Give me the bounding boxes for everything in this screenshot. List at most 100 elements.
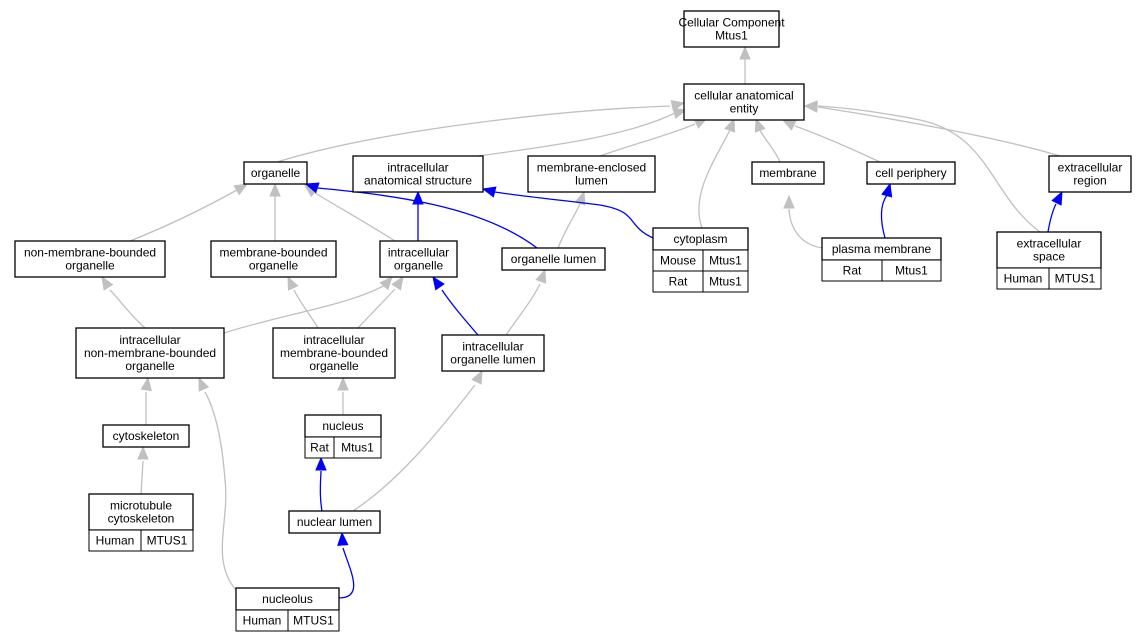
organelle-to-entity-line: [276, 105, 671, 163]
ecs-to-entity-arrowhead: [803, 100, 818, 112]
cell-box: [333, 436, 382, 459]
node-label-line: nucleolus: [262, 592, 313, 606]
node-label-line: nucleus: [322, 419, 363, 433]
node-membrane[interactable]: membrane: [751, 161, 825, 185]
cell-box: [1048, 267, 1102, 290]
organelle-to-entity-edge: [276, 99, 686, 163]
node-box: [683, 10, 780, 48]
pm-to-periphery-line: [880, 194, 888, 239]
node-label-line: region: [1073, 174, 1106, 188]
nucleolus-to-inmbo-edge: [198, 376, 237, 591]
nmbo-to-organelle-arrowhead: [233, 183, 249, 196]
node-label-line: non-membrane-bounded: [24, 246, 156, 260]
node-nuclear-lumen[interactable]: nuclear lumen: [288, 510, 381, 534]
node-label-line: non-membrane-bounded: [84, 346, 216, 360]
node-label-line: nuclear lumen: [297, 515, 372, 529]
nl-to-nucleus-line: [319, 470, 323, 512]
mel-to-entity-edge: [599, 117, 709, 157]
gene-label: MTUS1: [1055, 272, 1096, 286]
cell-box: [702, 270, 749, 293]
ias-to-entity-line: [477, 112, 676, 157]
node-box: [996, 231, 1102, 269]
node-label-line: intracellular: [303, 333, 364, 347]
species-label: Mouse: [660, 254, 696, 268]
gene-cell: Mtus1: [702, 270, 749, 293]
node-organelle-lumen[interactable]: organelle lumen: [501, 247, 606, 271]
cytoplasm-to-ias-edge: [481, 186, 654, 239]
node-label-line: organelle lumen: [450, 353, 535, 367]
root-link-arrowhead: [739, 45, 751, 60]
nucleolus-to-nl-line: [338, 547, 355, 599]
gene-label: Mtus1: [709, 254, 742, 268]
node-label-line: organelle lumen: [511, 252, 596, 266]
nl-to-iol-edge: [352, 369, 483, 512]
node-label-line: organelle: [251, 166, 301, 180]
nucleus-to-imbo-edge: [337, 376, 349, 415]
node-label-line: extracellular: [1058, 161, 1123, 175]
node-organelle[interactable]: organelle: [243, 161, 308, 185]
node-box: [288, 510, 381, 534]
cell-box: [287, 609, 340, 632]
species-cell: Mouse: [652, 249, 704, 272]
pm-to-membrane-edge: [783, 194, 824, 249]
cell-box: [881, 259, 942, 282]
node-label-line: entity: [730, 102, 759, 116]
node-box: [272, 327, 396, 379]
imbo-to-io-line: [357, 288, 396, 329]
node-label-line: Mtus1: [715, 29, 748, 43]
imbo-to-io-edge: [357, 275, 404, 329]
pm-to-periphery-arrowhead: [881, 182, 893, 198]
node-label-line: membrane-bounded: [219, 246, 327, 260]
ecs-to-ecr-line: [1047, 203, 1057, 233]
node-label-line: membrane: [759, 166, 817, 180]
node-label-line: cell periphery: [875, 166, 946, 180]
node-intracellular-non-membrane-bounded-organelle[interactable]: intracellularnon-membrane-boundedorganel…: [75, 327, 225, 379]
species-label: Rat: [843, 264, 862, 278]
node-cytoskeleton[interactable]: cytoskeleton: [102, 424, 190, 448]
node-label-line: organelle: [394, 259, 444, 273]
node-cell-periphery[interactable]: cell periphery: [866, 161, 956, 185]
mc-to-cytoskeleton-arrowhead: [137, 445, 149, 460]
species-label: Human: [96, 534, 135, 548]
iol-to-ol-edge: [505, 268, 547, 336]
node-box: [441, 334, 545, 372]
edge-layer: [101, 45, 1063, 599]
node-box: [1048, 155, 1132, 193]
gene-cell: Mtus1: [881, 259, 942, 282]
gene-cell: MTUS1: [140, 529, 194, 552]
ol-to-organelle-arrowhead: [304, 182, 320, 194]
ecs-to-ecr-edge: [1047, 190, 1063, 233]
pm-to-periphery-edge: [880, 182, 893, 239]
node-box: [75, 327, 225, 379]
iol-to-io-edge: [432, 275, 479, 336]
mbo-to-organelle-arrowhead: [269, 182, 281, 197]
node-label-line: cytoplasm: [673, 232, 727, 246]
species-cell: Rat: [821, 259, 883, 282]
node-box: [866, 161, 956, 185]
nucleolus-to-nl-edge: [337, 531, 355, 599]
gene-cell: MTUS1: [287, 609, 340, 632]
node-box: [210, 240, 337, 278]
node-box: [243, 161, 308, 185]
cytoplasm-to-entity-line: [698, 129, 731, 229]
node-box: [683, 83, 805, 121]
node-label-line: organelle: [309, 359, 359, 373]
imbo-to-mbo-arrowhead: [287, 275, 299, 291]
